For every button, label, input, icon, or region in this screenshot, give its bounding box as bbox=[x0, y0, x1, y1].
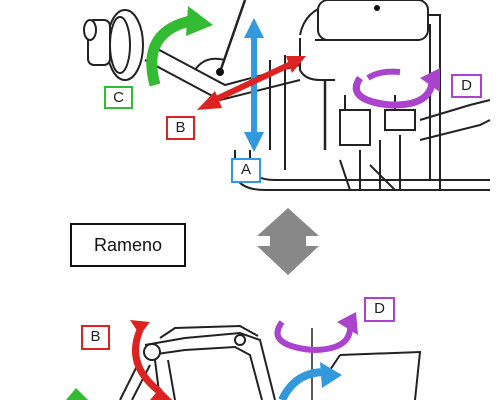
rameno-box: Rameno bbox=[70, 223, 186, 267]
axis-a-arrow bbox=[244, 18, 264, 152]
swap-arrow-icon bbox=[257, 208, 319, 275]
label-c-top: C bbox=[104, 86, 133, 109]
label-b-top: B bbox=[166, 116, 195, 140]
label-d-top: D bbox=[451, 74, 482, 98]
label-d-bottom: D bbox=[364, 297, 395, 322]
pointer-dot bbox=[216, 68, 224, 76]
top-block-dot bbox=[374, 5, 380, 11]
axis-b-arrow-bottom bbox=[130, 320, 172, 400]
label-a: A bbox=[231, 158, 261, 183]
axis-c-arrow bbox=[146, 6, 213, 87]
top-block bbox=[317, 0, 429, 41]
axis-b-arrow bbox=[197, 56, 306, 110]
axis-a-arrow-bottom bbox=[278, 362, 342, 400]
label-b-bottom: B bbox=[81, 325, 110, 350]
axis-c-arrow-bottom bbox=[66, 388, 88, 400]
axis-d-arrow-top bbox=[352, 68, 440, 109]
excavator-arm-drawing bbox=[119, 324, 422, 400]
axis-d-arrow-bottom bbox=[274, 312, 358, 354]
